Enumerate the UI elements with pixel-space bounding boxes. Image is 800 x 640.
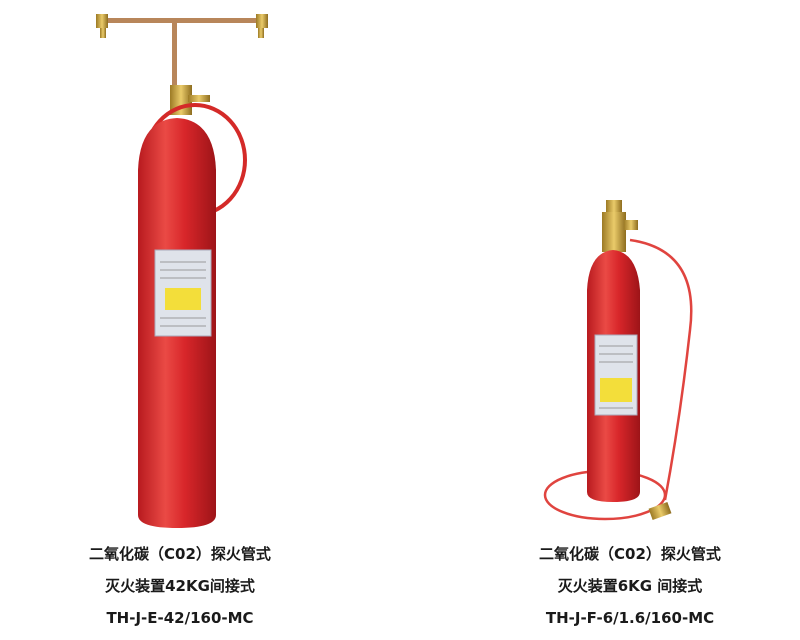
hose (629, 238, 693, 501)
right-extinguisher-image (543, 200, 693, 521)
label-plate (594, 334, 638, 416)
left-extinguisher-image (96, 14, 268, 528)
caption-line-1: 二氧化碳（C02）探火管式 (89, 545, 271, 563)
pipe (102, 18, 262, 23)
caption-model: TH-J-E-42/160-MC (106, 609, 254, 627)
valve (606, 200, 622, 212)
caption-model: TH-J-F-6/1.6/160-MC (545, 609, 715, 627)
caption-line-2: 灭火装置6KG 间接式 (557, 577, 703, 595)
caption-line-2: 灭火装置42KG间接式 (105, 577, 255, 595)
left-product-caption: 二氧化碳（C02）探火管式 灭火装置42KG间接式 TH-J-E-42/160-… (30, 538, 330, 634)
caption-line-1: 二氧化碳（C02）探火管式 (539, 545, 721, 563)
right-product-caption: 二氧化碳（C02）探火管式 灭火装置6KG 间接式 TH-J-F-6/1.6/1… (480, 538, 780, 634)
